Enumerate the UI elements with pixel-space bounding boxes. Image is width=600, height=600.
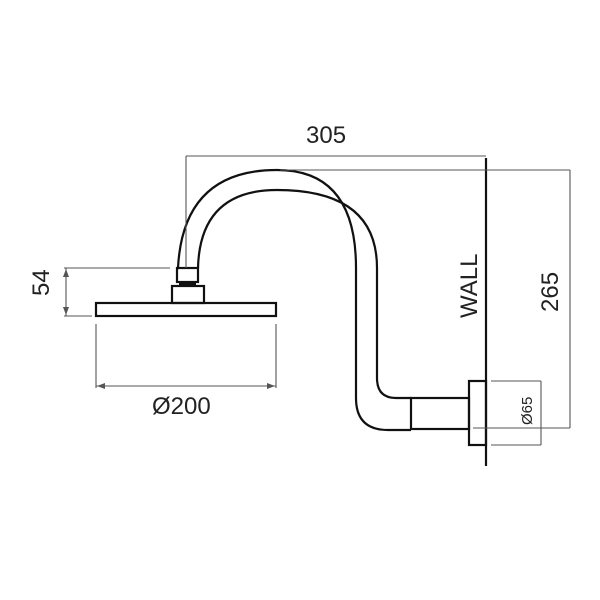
- dim-200-label: Ø200: [152, 393, 211, 420]
- dim-305-label: 305: [306, 122, 347, 149]
- dim-200-arrow-left: [97, 383, 105, 389]
- arm-inner-curve: [196, 188, 411, 400]
- arm-outer-curve: [176, 168, 411, 432]
- dim-200-arrow-right: [267, 383, 275, 389]
- dim-54-arrow-bottom: [63, 307, 69, 315]
- arm-connector: [409, 396, 471, 431]
- dim-54-label: 54: [28, 269, 55, 296]
- shower-head-plate: [94, 301, 278, 318]
- dim-65-label: Ø65: [519, 396, 536, 425]
- swivel-nut: [175, 266, 200, 284]
- head-connector: [170, 284, 206, 305]
- wall-flange: [467, 379, 488, 447]
- dim-265-label: 265: [537, 271, 564, 312]
- wall-label: WALL: [456, 253, 483, 318]
- dim-54-arrow-top: [63, 269, 69, 277]
